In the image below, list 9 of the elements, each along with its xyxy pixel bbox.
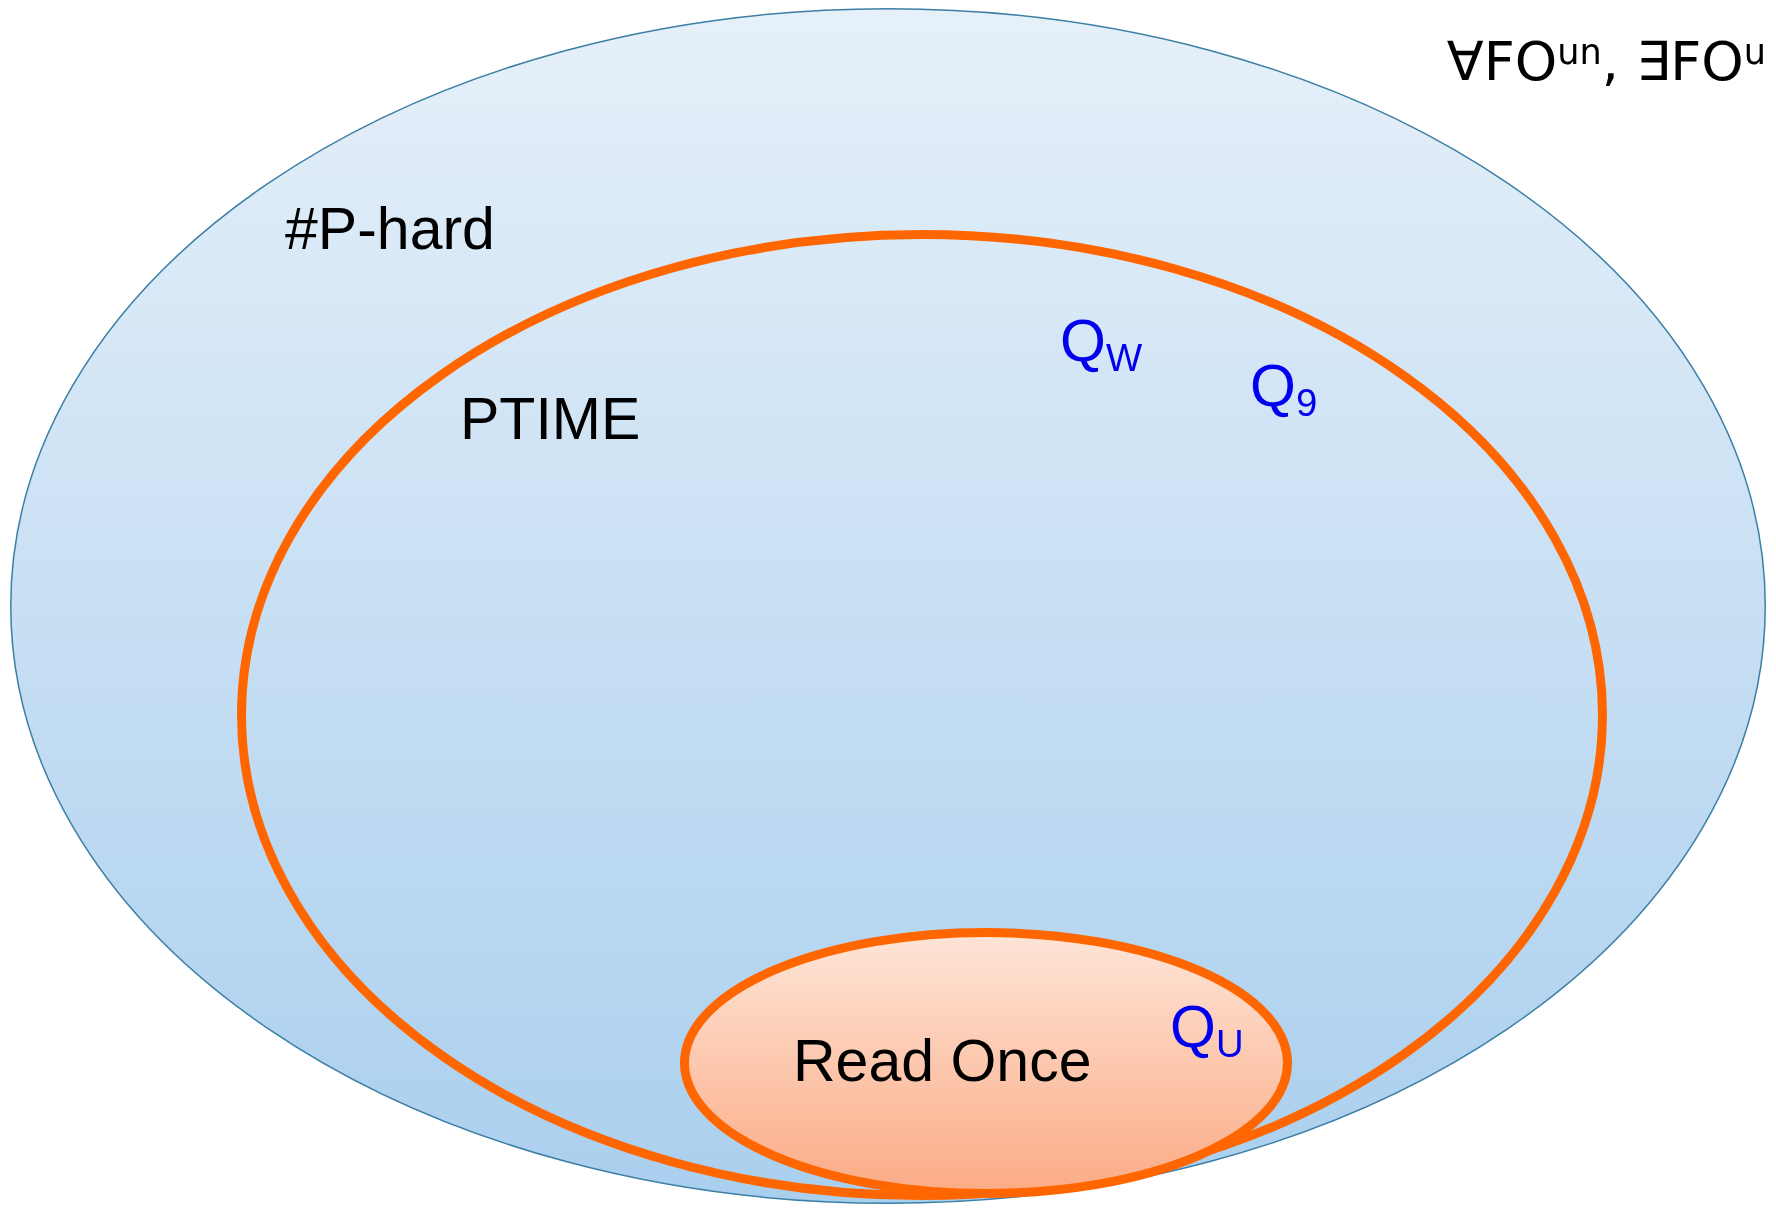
query-name: Q$_{9}$ xyxy=(1250,357,1318,422)
set-ellipse xyxy=(10,8,1766,1204)
set-ellipse xyxy=(680,928,1292,1198)
class-label: PTIME xyxy=(460,390,641,449)
class-label: #P-hard xyxy=(285,200,495,259)
logic-fragment-label: ∀FO$^{un}$, ∃FO$^{u}$ xyxy=(1446,34,1766,89)
class-label: Read Once xyxy=(793,1032,1092,1091)
query-name: Q$_{W}$ xyxy=(1060,312,1143,377)
query-name: Q$_{U}$ xyxy=(1170,998,1244,1063)
